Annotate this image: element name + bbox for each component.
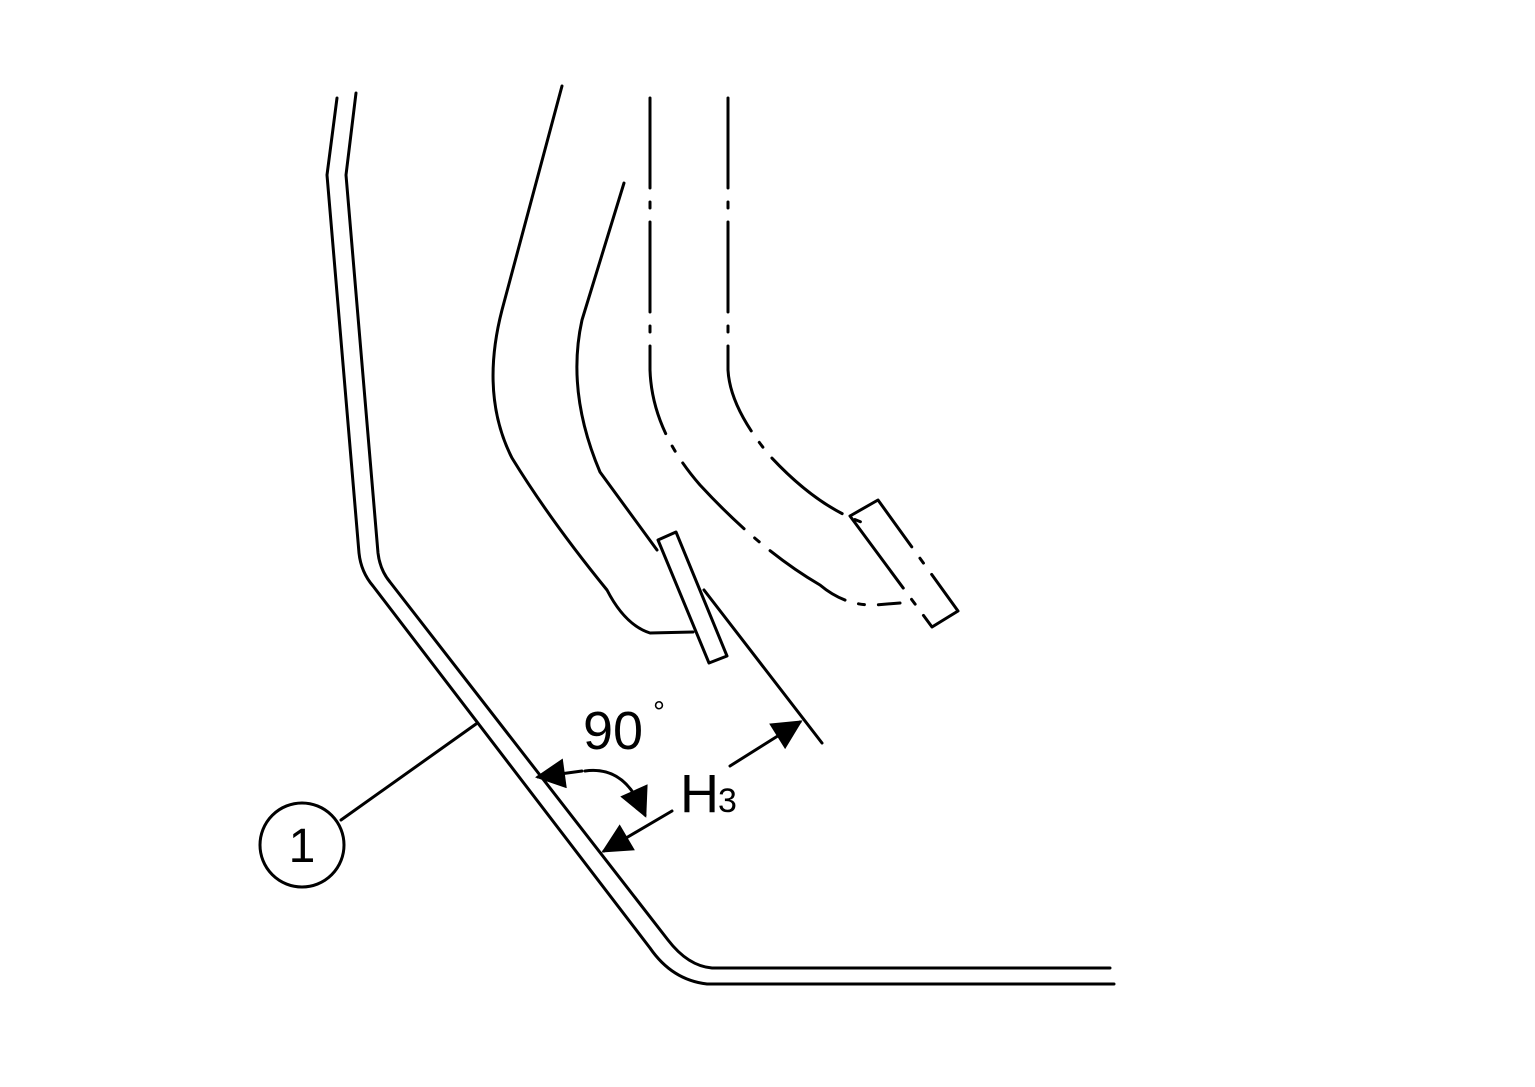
angle-arrow-right — [620, 784, 648, 818]
angle-value-label: 90 — [583, 701, 643, 761]
pedal-pad-solid — [656, 530, 729, 665]
pedal-reference-line — [702, 588, 824, 745]
floor-line-outer — [325, 96, 1116, 986]
phantom-arm-left-edge — [648, 96, 902, 607]
floor-panel — [325, 91, 1116, 986]
pedal-arm-front-edge — [491, 84, 695, 635]
angle-unit-label: ° — [653, 696, 665, 729]
callout-leader-line — [339, 722, 478, 822]
dimension-subscript-label: 3 — [718, 782, 737, 820]
angle-arrow-left — [535, 758, 584, 789]
dimension-arrow-upper — [728, 720, 803, 768]
dimension-arrow-lower — [601, 809, 674, 853]
pedal-arm-rear-edge — [575, 181, 659, 552]
callout-1: 1 — [258, 722, 478, 889]
callout-number-label: 1 — [289, 820, 316, 873]
callout-circle — [258, 801, 346, 889]
dimension-h3 — [601, 720, 803, 853]
pedal-arm-solid — [491, 84, 729, 665]
phantom-arm-right-edge — [726, 96, 872, 527]
floor-line-inner — [344, 91, 1112, 970]
pedal-arm-phantom — [648, 96, 960, 629]
angle-arc — [583, 768, 642, 807]
angle-90 — [535, 758, 648, 818]
pedal-pad-phantom — [848, 498, 960, 629]
dimension-letter-label: H — [680, 764, 719, 824]
